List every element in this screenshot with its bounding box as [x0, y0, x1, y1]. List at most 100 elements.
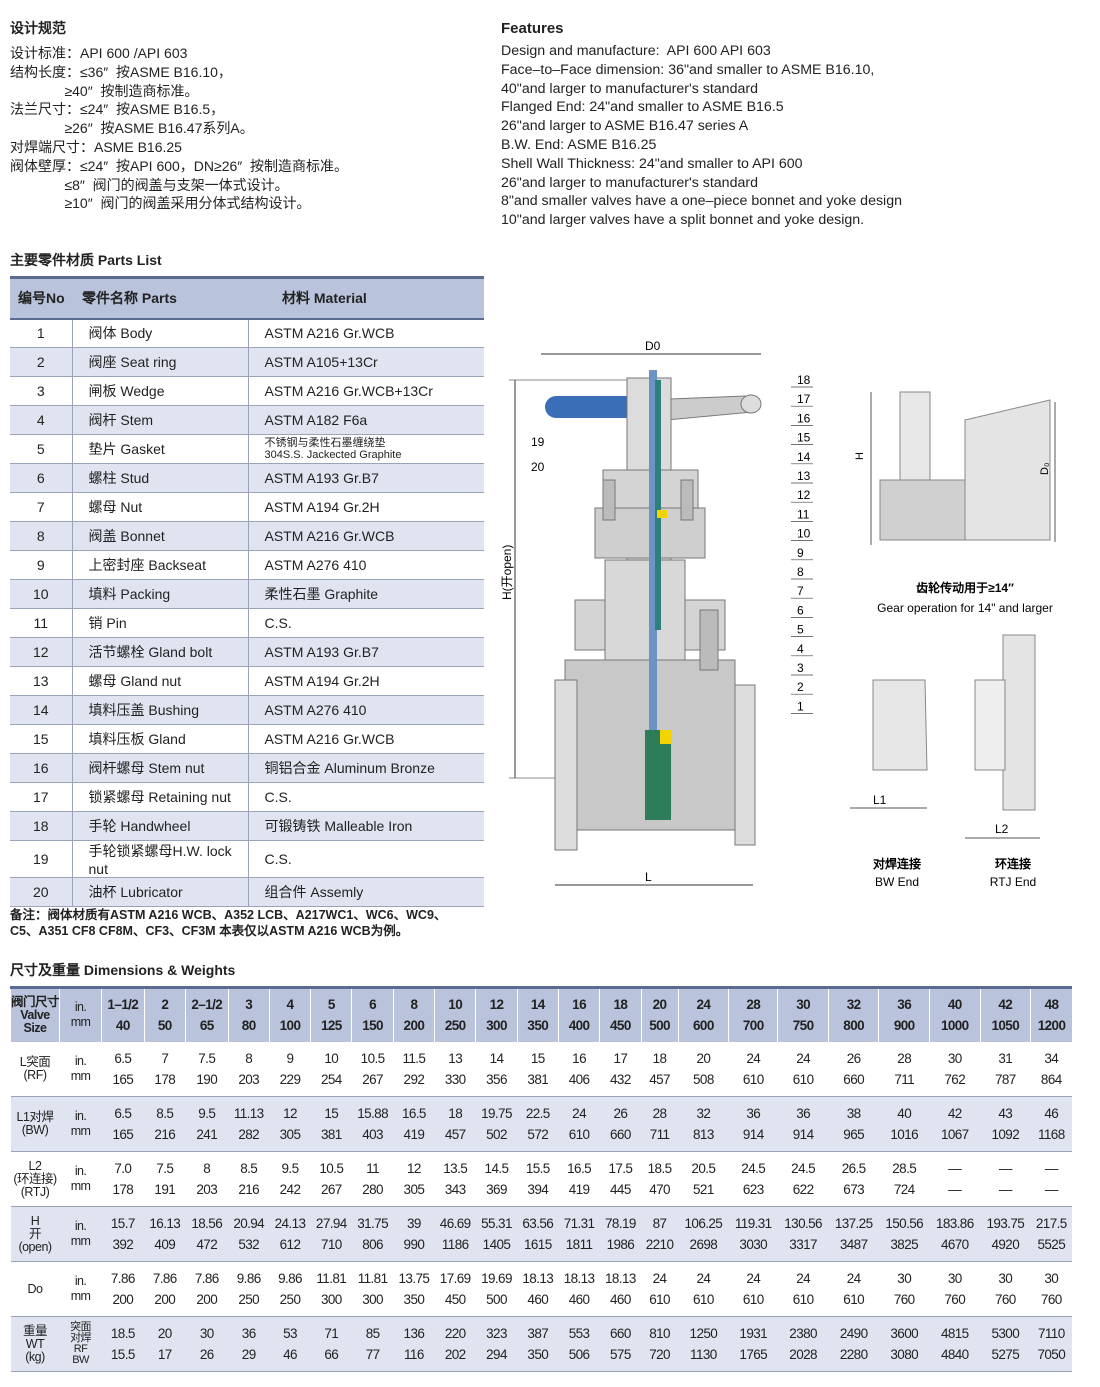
size-mm: 65 — [199, 1018, 214, 1034]
dims-value-mm: — — [948, 1182, 962, 1197]
dims-value-mm: 575 — [610, 1347, 631, 1362]
size-in: 8 — [410, 997, 418, 1013]
dims-value-in: 30 — [947, 1050, 962, 1066]
size-in: 24 — [696, 997, 711, 1013]
dims-value-mm: 200 — [196, 1292, 218, 1307]
dims-value-mm: 762 — [944, 1071, 966, 1087]
dims-value-mm: 1186 — [441, 1237, 469, 1252]
parts-header-no: 编号No — [10, 276, 72, 320]
dims-row-unit: in. mm — [59, 1261, 102, 1317]
dims-value-mm: 305 — [279, 1127, 301, 1142]
spec-cn-line: ≥26″ 按ASME B16.47系列A。 — [10, 120, 254, 137]
dims-value-mm: 191 — [154, 1182, 176, 1197]
size-mm: 450 — [610, 1018, 631, 1034]
dims-value-mm: 1067 — [940, 1127, 969, 1142]
dims-value-in: 8.5 — [240, 1161, 258, 1176]
size-mm: 200 — [403, 1018, 425, 1034]
dims-value-mm: 369 — [486, 1182, 507, 1197]
dims-value-in: 19.75 — [481, 1106, 512, 1121]
dims-value-mm: 710 — [320, 1237, 342, 1252]
part-name: 销 Pin — [71, 608, 249, 638]
dim-d0-label: D0 — [645, 339, 661, 353]
dims-value-mm: 610 — [792, 1292, 814, 1307]
dims-value-in: 24 — [746, 1050, 761, 1066]
dims-value-in: 11.13 — [233, 1106, 264, 1121]
dims-value-mm: 711 — [894, 1071, 915, 1087]
dims-value-in: 30 — [1044, 1271, 1059, 1286]
part-material: C.S. — [248, 782, 484, 812]
dims-value-in: 24.5 — [791, 1161, 816, 1176]
dims-value-mm: 165 — [112, 1127, 134, 1142]
size-mm: 500 — [649, 1018, 670, 1034]
dims-value-mm: 660 — [843, 1071, 865, 1087]
dims-value-mm: 77 — [365, 1347, 380, 1362]
dims-row-label: H 开 (open) — [10, 1206, 60, 1262]
dims-value-in: 31 — [998, 1050, 1013, 1066]
dims-value-in: 7.5 — [198, 1050, 216, 1066]
part-name: 闸板 Wedge — [71, 376, 249, 406]
dims-value-in: 20.5 — [691, 1161, 716, 1176]
dims-value-mm: 460 — [568, 1292, 590, 1307]
dims-value-mm: 381 — [527, 1071, 549, 1087]
dims-value-mm: 190 — [196, 1071, 218, 1087]
dims-value-in: 30 — [199, 1326, 214, 1341]
dims-value-mm: 419 — [568, 1182, 590, 1197]
dims-value-in: 17.5 — [608, 1161, 633, 1176]
dims-value-in: 810 — [649, 1326, 670, 1341]
dims-value-mm: 1811 — [565, 1237, 593, 1252]
feature-line: 26"and larger to manufacturer's standard — [501, 174, 758, 191]
dims-value-in: 63.56 — [522, 1216, 554, 1231]
callout-label: 16 — [797, 411, 811, 425]
features-title: Features — [501, 20, 564, 37]
part-material: 组合件 Assemly — [248, 877, 484, 907]
dims-value-mm: 2698 — [689, 1237, 718, 1252]
part-no: 13 — [10, 666, 72, 696]
dims-value-mm: 711 — [649, 1127, 670, 1142]
dims-value-mm: 990 — [403, 1237, 425, 1252]
size-in: 48 — [1044, 997, 1059, 1013]
dims-value-in: 53 — [283, 1326, 297, 1341]
dims-value-in: 553 — [568, 1326, 590, 1341]
callout-label: 5 — [797, 623, 804, 637]
part-name: 阀体 Body — [71, 318, 249, 348]
part-name: 活节螺栓 Gland bolt — [71, 637, 249, 667]
part-name: 螺母 Nut — [71, 492, 249, 522]
dims-value-mm: 406 — [568, 1071, 590, 1087]
dims-value-mm: 3825 — [890, 1237, 919, 1252]
dims-value-in: 18.13 — [604, 1271, 636, 1286]
size-mm: 800 — [843, 1018, 865, 1034]
part-name: 锁紧螺母 Retaining nut — [71, 782, 249, 812]
dims-value-mm: 457 — [649, 1071, 670, 1087]
part-no: 4 — [10, 405, 72, 435]
part-name: 填料压盖 Bushing — [71, 695, 249, 725]
size-mm: 900 — [893, 1018, 915, 1034]
dims-value-mm: 610 — [742, 1071, 764, 1087]
dims-value-in: 24 — [796, 1050, 811, 1066]
